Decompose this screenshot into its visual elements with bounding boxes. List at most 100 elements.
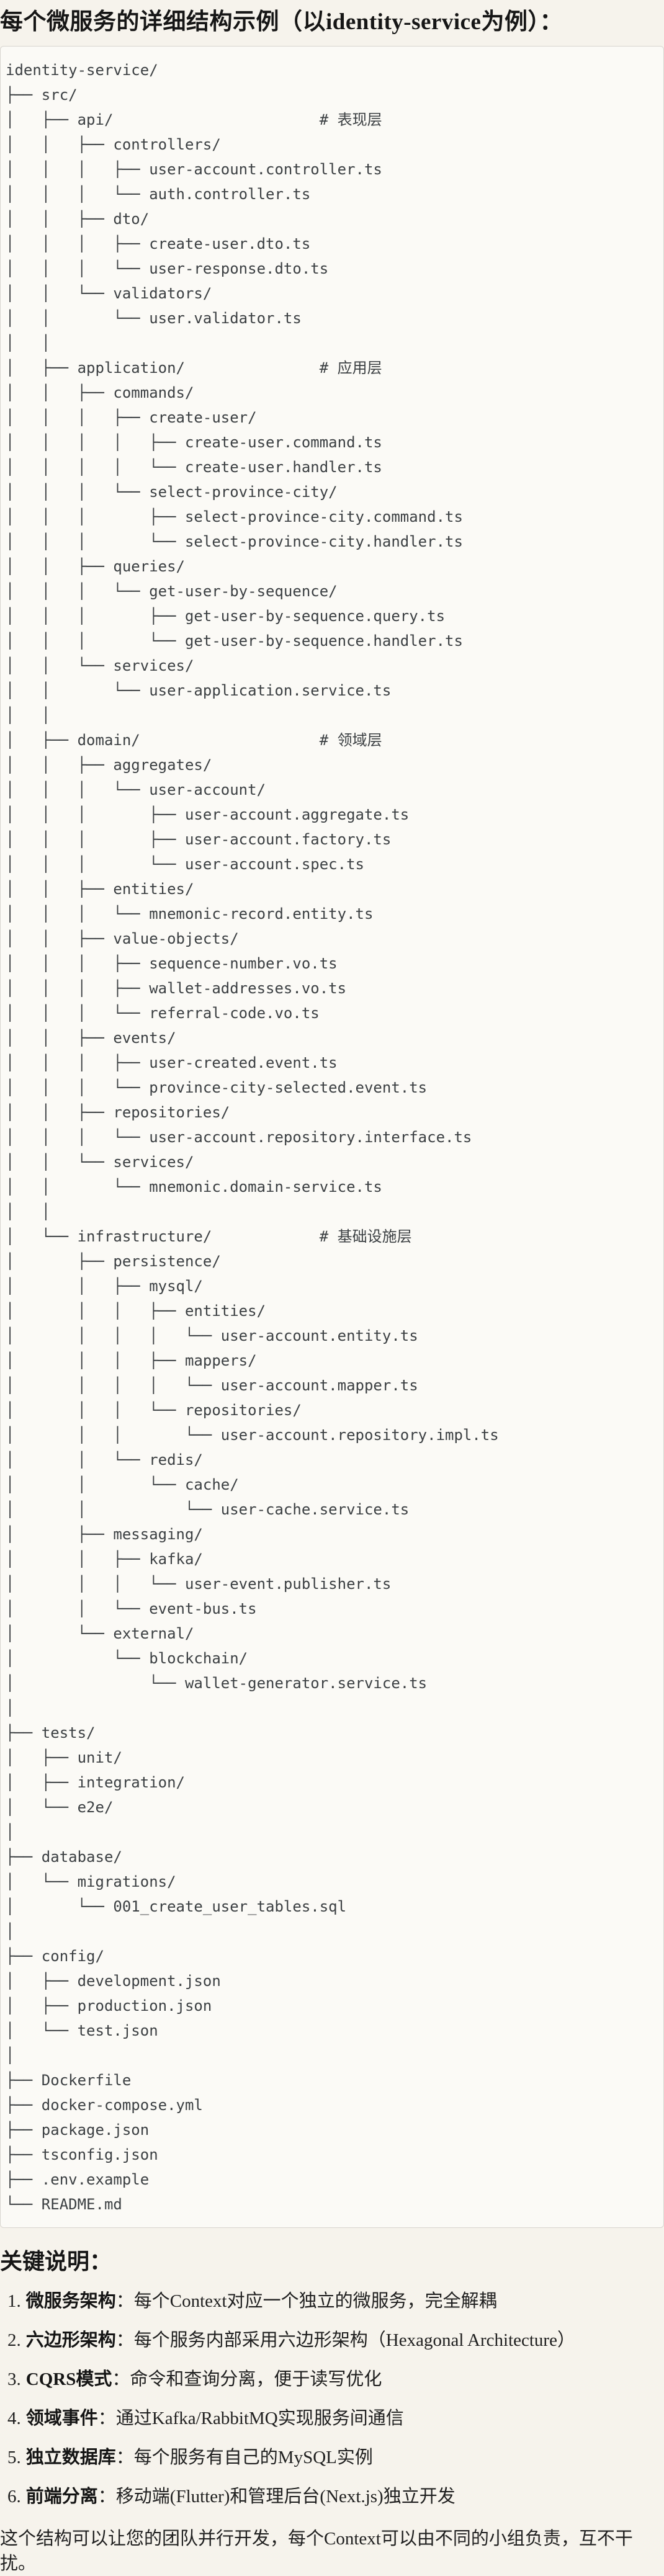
tree-line: ├── .env.example <box>6 2171 150 2188</box>
tree-line: └── README.md <box>6 2196 122 2213</box>
tree-line: │ <box>6 1823 15 1841</box>
tree-line: ├── package.json <box>6 2121 150 2139</box>
note-text: 命令和查询分离，便于读写优化 <box>130 2369 382 2389</box>
note-item: 1.微服务架构：每个Context对应一个独立的微服务，完全解耦 <box>0 2289 664 2314</box>
tree-line: │ │ │ └── user-account.repository.interf… <box>6 1129 472 1146</box>
tree-line: ├── docker-compose.yml <box>6 2096 203 2114</box>
tree-line: │ ├── production.json <box>6 1997 212 2015</box>
page-title: 每个微服务的详细结构示例（以identity-service为例）： <box>0 9 563 35</box>
tree-line: ├── src/ <box>6 86 78 104</box>
tree-line: │ │ │ ├── wallet-addresses.vo.ts <box>6 980 347 997</box>
document-page: 每个微服务的详细结构示例（以identity-service为例）： ident… <box>0 9 664 2576</box>
note-item: 4.领域事件：通过Kafka/RabbitMQ实现服务间通信 <box>0 2406 664 2431</box>
note-text: 每个Context对应一个独立的微服务，完全解耦 <box>133 2291 497 2311</box>
note-number: 1. <box>7 2291 21 2311</box>
tree-line: │ │ ├── dto/ <box>6 210 150 228</box>
tree-line: │ │ ├── repositories/ <box>6 1104 230 1121</box>
tree-line: │ │ <box>6 334 51 352</box>
tree-line: │ │ │ │ ├── create-user.command.ts <box>6 434 382 451</box>
tree-line: │ └── e2e/ <box>6 1799 114 1816</box>
tree-line: identity-service/ <box>6 61 158 79</box>
tree-line: │ ├── unit/ <box>6 1749 122 1766</box>
tree-line: │ │ │ ├── mappers/ <box>6 1352 257 1369</box>
note-colon: ： <box>115 2448 134 2467</box>
note-number: 5. <box>7 2448 21 2467</box>
tree-line: ├── config/ <box>6 1948 104 1965</box>
tree-line: │ │ │ │ └── user-account.mapper.ts <box>6 1377 418 1394</box>
tree-line: │ │ │ └── auth.controller.ts <box>6 186 311 203</box>
tree-line: │ │ ├── queries/ <box>6 558 185 575</box>
tree-line: │ ├── domain/ # 领域层 <box>6 731 382 749</box>
tree-line: │ │ │ └── referral-code.vo.ts <box>6 1004 320 1022</box>
tree-line: │ │ ├── entities/ <box>6 880 194 898</box>
note-item: 2.六边形架构：每个服务内部采用六边形架构（Hexagonal Architec… <box>0 2328 664 2353</box>
tree-line: │ │ │ ├── create-user/ <box>6 409 257 426</box>
note-item: 3.CQRS模式：命令和查询分离，便于读写优化 <box>0 2367 664 2392</box>
note-number: 6. <box>7 2487 21 2507</box>
note-term: 六边形架构 <box>25 2330 116 2350</box>
tree-line: │ └── test.json <box>6 2022 158 2039</box>
tree-line: │ │ <box>6 707 51 724</box>
tree-line: │ │ │ └── select-province-city/ <box>6 483 338 501</box>
closing-paragraph: 这个结构可以让您的团队并行开发，每个Context可以由不同的小组负责，互不干扰… <box>0 2529 633 2574</box>
tree-line: │ │ └── services/ <box>6 657 194 674</box>
tree-line: │ │ └── validators/ <box>6 285 212 302</box>
tree-line: │ │ │ └── get-user-by-sequence.handler.t… <box>6 632 463 650</box>
note-term: CQRS模式 <box>25 2369 112 2389</box>
note-number: 3. <box>7 2369 21 2389</box>
tree-line: │ │ │ └── user-account.repository.impl.t… <box>6 1426 499 1444</box>
note-item: 6.前端分离：移动端(Flutter)和管理后台(Next.js)独立开发 <box>0 2484 664 2509</box>
note-number: 4. <box>7 2408 21 2428</box>
tree-line: │ │ │ ├── user-account.controller.ts <box>6 161 382 178</box>
note-text: 每个服务内部采用六边形架构（Hexagonal Architecture） <box>133 2330 575 2350</box>
tree-line: │ │ └── user-application.service.ts <box>6 682 392 699</box>
section-heading: 关键说明： <box>0 2249 112 2274</box>
tree-line: │ │ └── cache/ <box>6 1476 239 1493</box>
tree-line: │ │ │ └── user-response.dto.ts <box>6 260 329 277</box>
note-colon: ： <box>97 2487 116 2507</box>
tree-line: ├── tests/ <box>6 1724 96 1742</box>
tree-line: │ │ └── user-cache.service.ts <box>6 1501 410 1518</box>
note-colon: ： <box>97 2408 116 2428</box>
note-item: 5.独立数据库：每个服务有自己的MySQL实例 <box>0 2445 664 2470</box>
tree-line: │ ├── api/ # 表现层 <box>6 111 382 128</box>
tree-line: │ │ └── event-bus.ts <box>6 1600 257 1617</box>
note-term: 前端分离 <box>25 2487 98 2507</box>
tree-line: ├── tsconfig.json <box>6 2146 158 2163</box>
tree-line: │ <box>6 1923 15 1940</box>
tree-line: │ │ │ └── get-user-by-sequence/ <box>6 583 338 600</box>
note-colon: ： <box>115 2330 134 2350</box>
tree-line: │ ├── persistence/ <box>6 1253 221 1270</box>
tree-line: │ │ │ ├── user-account.factory.ts <box>6 831 392 848</box>
tree-line: │ └── migrations/ <box>6 1873 176 1890</box>
tree-line: │ <box>6 2047 15 2064</box>
tree-line: │ ├── integration/ <box>6 1774 185 1791</box>
tree-line: │ │ │ ├── create-user.dto.ts <box>6 235 311 253</box>
tree-line: │ │ ├── aggregates/ <box>6 756 212 774</box>
tree-line: │ │ ├── events/ <box>6 1029 176 1047</box>
tree-line: │ │ │ │ └── user-account.entity.ts <box>6 1327 418 1344</box>
tree-line: │ │ │ └── mnemonic-record.entity.ts <box>6 905 374 923</box>
tree-line: │ │ ├── value-objects/ <box>6 930 239 947</box>
tree-line: ├── Dockerfile <box>6 2072 132 2089</box>
note-text: 通过Kafka/RabbitMQ实现服务间通信 <box>115 2408 404 2428</box>
note-colon: ： <box>112 2369 130 2389</box>
note-term: 领域事件 <box>25 2408 98 2428</box>
note-term: 微服务架构 <box>25 2291 116 2311</box>
tree-line: │ └── wallet-generator.service.ts <box>6 1675 428 1692</box>
tree-line: │ │ │ └── province-city-selected.event.t… <box>6 1079 428 1096</box>
tree-line: │ │ │ └── select-province-city.handler.t… <box>6 533 463 550</box>
tree-line: │ │ │ ├── entities/ <box>6 1302 266 1320</box>
tree-line: │ │ ├── mysql/ <box>6 1277 203 1295</box>
tree-line: │ │ │ └── user-event.publisher.ts <box>6 1575 392 1593</box>
note-number: 2. <box>7 2330 21 2350</box>
tree-line: │ │ │ ├── sequence-number.vo.ts <box>6 955 338 972</box>
tree-line: │ │ <box>6 1203 51 1220</box>
tree-line: │ │ └── redis/ <box>6 1451 203 1469</box>
tree-line: │ │ │ ├── select-province-city.command.t… <box>6 508 463 525</box>
tree-line: │ │ ├── commands/ <box>6 384 194 401</box>
tree-line: │ └── infrastructure/ # 基础设施层 <box>6 1228 412 1245</box>
tree-line: │ │ └── mnemonic.domain-service.ts <box>6 1178 382 1196</box>
tree-line: │ │ │ └── user-account/ <box>6 781 266 798</box>
